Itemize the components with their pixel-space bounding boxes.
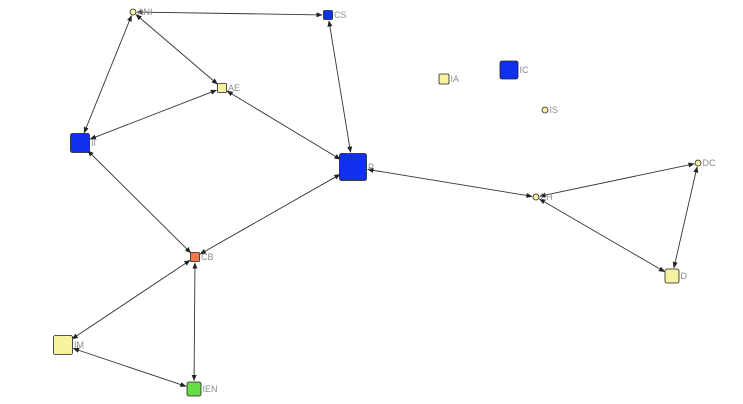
node-ia[interactable]: IA — [438, 73, 460, 85]
node-ia-label: IA — [451, 74, 460, 84]
edge-dc-d — [672, 166, 699, 269]
edge-cb-im — [71, 259, 191, 340]
edge-p-fh — [367, 167, 533, 198]
edge-ani-ii — [83, 15, 132, 134]
node-ii[interactable]: II — [70, 133, 97, 153]
node-ic[interactable]: IC — [499, 60, 530, 80]
node-ien[interactable]: IEN — [186, 381, 218, 397]
node-cb[interactable]: CB — [190, 252, 214, 262]
edge-cb-ien — [191, 262, 198, 382]
edge-im-ien — [72, 347, 187, 387]
node-p[interactable]: P — [339, 153, 375, 181]
node-d[interactable]: D — [664, 268, 688, 284]
edge-fh-d — [538, 198, 666, 273]
node-ien-shape[interactable] — [186, 381, 202, 397]
node-cs[interactable]: CS — [323, 10, 347, 20]
nodes-layer: ANI CS AE II P IA IC IS FH DC D CB IM IEN — [53, 7, 716, 397]
node-fh-shape[interactable] — [532, 193, 540, 201]
edge-ae-p — [226, 90, 341, 160]
node-fh[interactable]: FH — [532, 192, 553, 202]
edge-cb-p — [199, 174, 341, 255]
node-dc-label: DC — [703, 158, 716, 168]
node-cb-label: CB — [201, 252, 214, 262]
node-ii-label: II — [91, 138, 96, 148]
node-ae-label: AE — [228, 83, 240, 93]
node-cs-shape[interactable] — [323, 10, 333, 20]
node-d-label: D — [681, 271, 688, 281]
edge-ani-ae — [135, 14, 218, 85]
node-dc[interactable]: DC — [694, 158, 716, 168]
node-ani-shape[interactable] — [129, 8, 137, 16]
node-fh-label: FH — [541, 192, 553, 202]
node-ic-label: IC — [520, 65, 530, 75]
node-is[interactable]: IS — [541, 105, 559, 115]
node-ae-shape[interactable] — [217, 83, 227, 93]
edge-ani-cs — [136, 9, 323, 18]
node-p-label: P — [368, 162, 374, 172]
node-ic-shape[interactable] — [499, 60, 519, 80]
node-cb-shape[interactable] — [190, 252, 200, 262]
node-ani-label: ANI — [138, 7, 153, 17]
node-is-shape[interactable] — [541, 106, 549, 114]
node-ae[interactable]: AE — [217, 83, 241, 93]
edges-layer — [71, 9, 699, 387]
node-ia-shape[interactable] — [438, 73, 450, 85]
node-ii-shape[interactable] — [70, 133, 90, 153]
node-p-shape[interactable] — [339, 153, 367, 181]
node-im-label: IM — [74, 340, 84, 350]
node-ani[interactable]: ANI — [129, 7, 153, 17]
node-dc-shape[interactable] — [694, 159, 702, 167]
node-d-shape[interactable] — [664, 268, 680, 284]
node-ien-label: IEN — [203, 384, 218, 394]
node-im[interactable]: IM — [53, 335, 85, 355]
edge-ii-cb — [87, 150, 192, 254]
edge-fh-dc — [539, 162, 695, 198]
node-is-label: IS — [550, 105, 559, 115]
node-im-shape[interactable] — [53, 335, 73, 355]
edge-cs-p — [327, 20, 353, 153]
edge-ii-ae — [89, 89, 217, 140]
node-cs-label: CS — [334, 10, 347, 20]
